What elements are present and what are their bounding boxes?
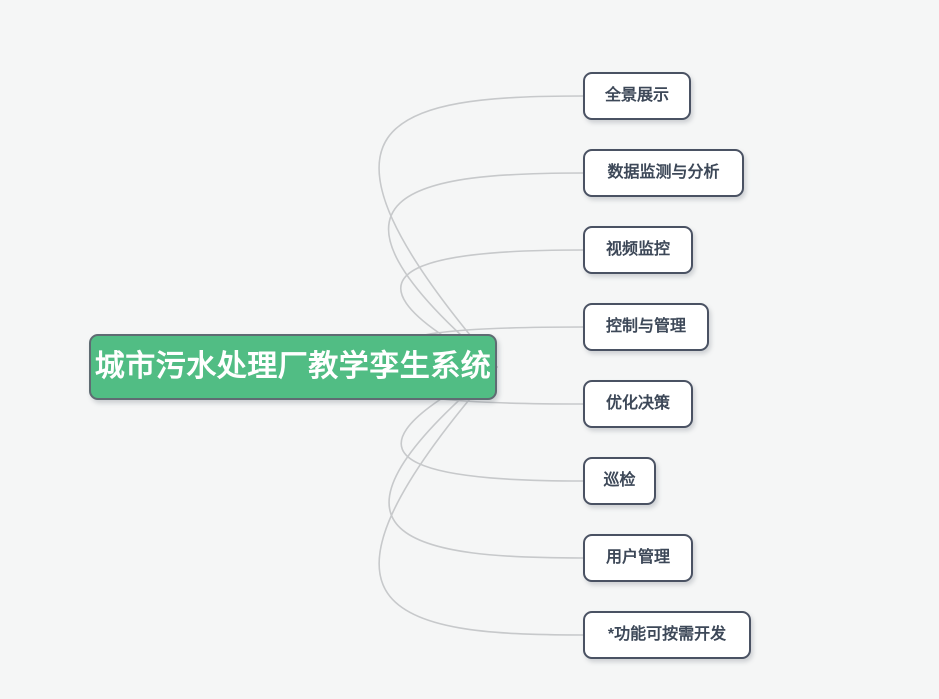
- root-node[interactable]: 城市污水处理厂教学孪生系统: [89, 334, 497, 400]
- branch-node[interactable]: 数据监测与分析: [583, 149, 744, 197]
- branch-node-label: 优化决策: [605, 395, 670, 412]
- edge-connector: [378, 95, 584, 368]
- branch-node[interactable]: 用户管理: [583, 534, 693, 582]
- branch-node[interactable]: 全景展示: [583, 72, 691, 120]
- branch-node[interactable]: 控制与管理: [583, 303, 709, 351]
- branch-node-label: *功能可按需开发: [607, 626, 727, 643]
- branch-node-label: 用户管理: [605, 549, 670, 566]
- branch-node[interactable]: 巡检: [583, 457, 656, 505]
- branch-node-label: 视频监控: [605, 241, 670, 258]
- branch-node[interactable]: *功能可按需开发: [583, 611, 751, 659]
- branch-node[interactable]: 视频监控: [583, 226, 693, 274]
- edge-connector: [378, 366, 584, 636]
- branch-node-label: 巡检: [603, 472, 636, 489]
- branch-node[interactable]: 优化决策: [583, 380, 693, 428]
- branch-node-label: 全景展示: [604, 87, 669, 104]
- branch-node-label: 控制与管理: [605, 318, 686, 335]
- branch-node-label: 数据监测与分析: [607, 164, 720, 181]
- root-node-label: 城市污水处理厂教学孪生系统: [94, 350, 492, 383]
